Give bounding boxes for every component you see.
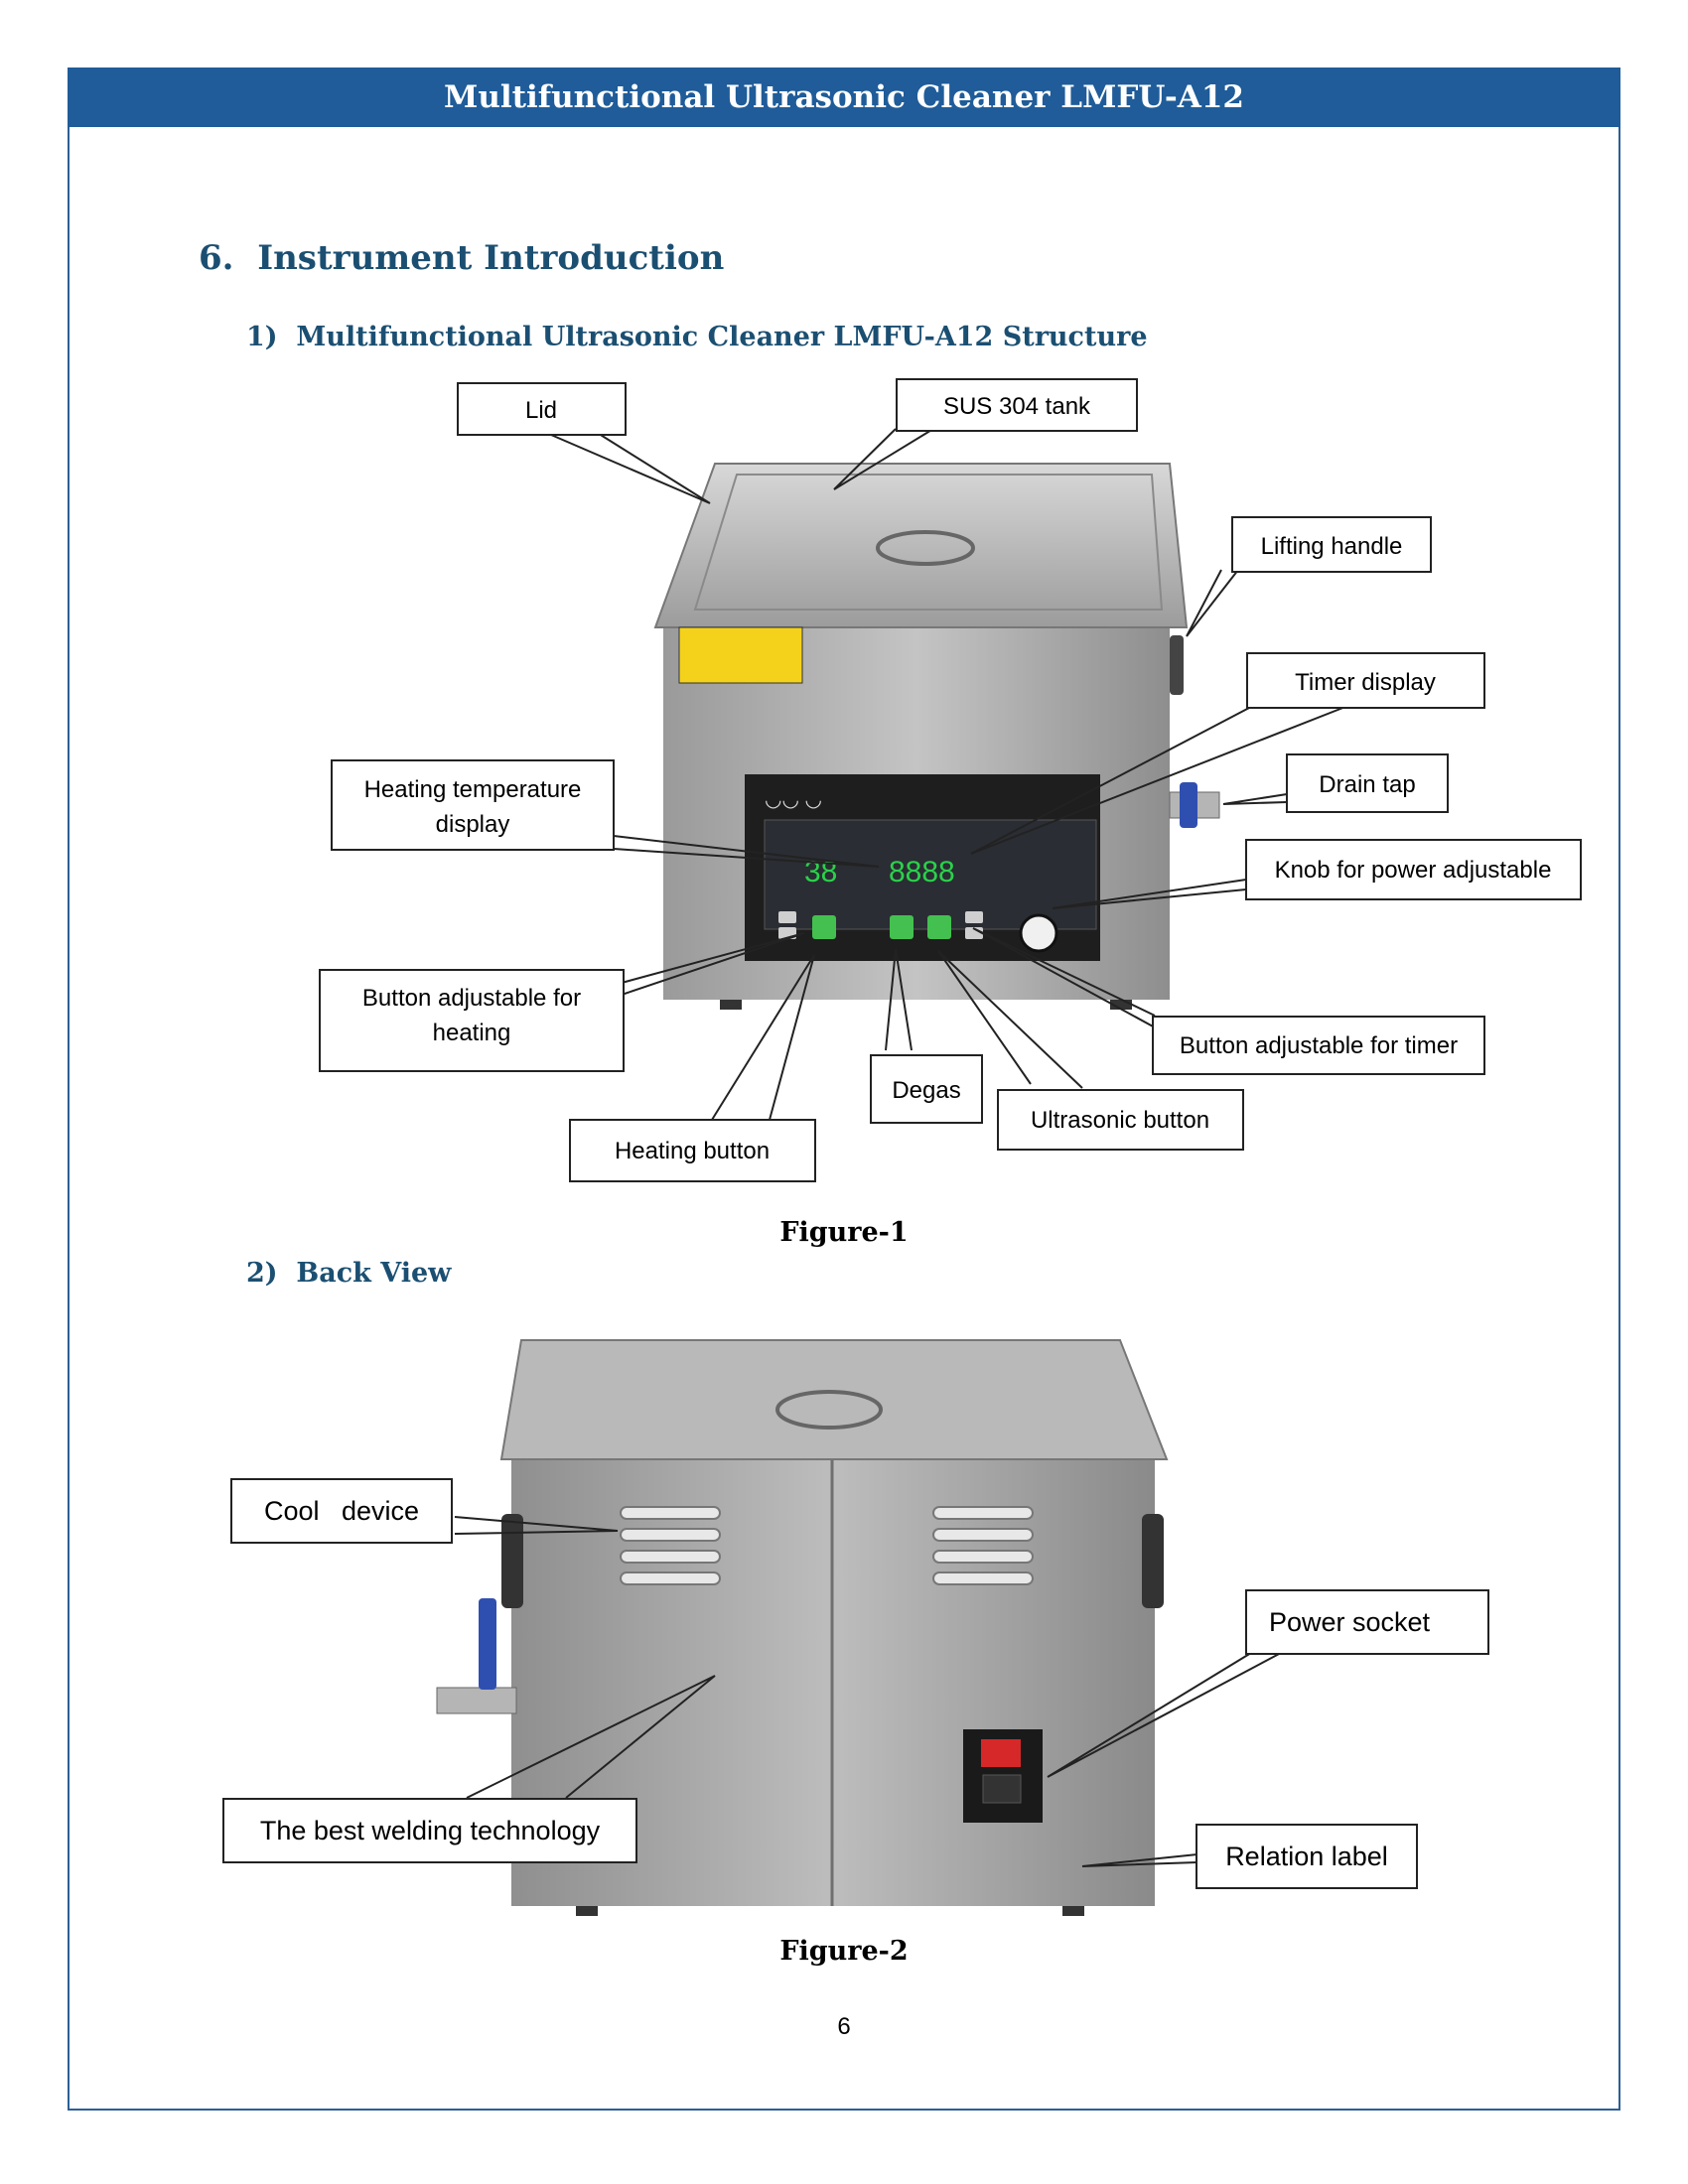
ultrasonic-button[interactable]	[927, 915, 951, 939]
heating-up-button[interactable]	[778, 911, 796, 923]
label-heating-temp-display-line2: display	[436, 811, 510, 838]
section-number: 6.	[199, 238, 234, 278]
back-lid-shape	[499, 1339, 1169, 1460]
drain-tap-shape[interactable]	[1180, 782, 1197, 828]
cleaner-front-illustration: ◡◡ ◡ 38 8888	[653, 463, 1220, 1010]
label-cool-device: Cool device	[264, 1496, 419, 1526]
label-relation-label: Relation label	[1225, 1842, 1388, 1871]
power-switch[interactable]	[981, 1739, 1021, 1767]
header-bar: Multifunctional Ultrasonic Cleaner LMFU-…	[68, 68, 1620, 127]
label-degas: Degas	[892, 1077, 960, 1104]
label-heating-temp-display-line1: Heating temperature	[364, 776, 582, 803]
figure2-callouts: Cool device Power socket The best weldin…	[222, 1478, 1489, 1889]
label-heating-adjust-line2: heating	[433, 1020, 511, 1046]
figure1-diagram: ◡◡ ◡ 38 8888 Lid S	[319, 378, 1582, 1182]
back-drain-tap-shape[interactable]	[479, 1598, 496, 1690]
label-lid: Lid	[525, 397, 557, 424]
lid-shape	[653, 463, 1189, 628]
figure2-caption: Figure-2	[779, 1936, 909, 1967]
figure1-heading-text: Multifunctional Ultrasonic Cleaner LMFU-…	[296, 322, 1148, 352]
panel-logo-icon: ◡◡ ◡	[765, 789, 822, 811]
label-drain-tap: Drain tap	[1319, 771, 1415, 798]
label-power-socket: Power socket	[1269, 1607, 1431, 1637]
heating-button[interactable]	[812, 915, 836, 939]
vents-left	[620, 1506, 721, 1585]
vents-right	[932, 1506, 1034, 1585]
figure2-diagram: Cool device Power socket The best weldin…	[222, 1339, 1489, 1916]
degas-button[interactable]	[890, 915, 914, 939]
label-welding: The best welding technology	[260, 1816, 601, 1845]
label-lifting-handle: Lifting handle	[1261, 533, 1403, 560]
figure1-heading: 1) Multifunctional Ultrasonic Cleaner LM…	[246, 322, 1148, 352]
label-timer-display: Timer display	[1295, 669, 1436, 696]
timer-readout: 8888	[889, 856, 955, 888]
label-heating-button: Heating button	[615, 1138, 770, 1164]
label-tank: SUS 304 tank	[943, 393, 1091, 420]
label-power-knob: Knob for power adjustable	[1275, 857, 1552, 884]
figure1-callouts: Lid SUS 304 tank Lifting handle Timer di…	[319, 378, 1582, 1182]
figure1-caption: Figure-1	[779, 1217, 909, 1248]
warning-sticker	[678, 626, 803, 684]
figure2-heading-text: Back View	[296, 1258, 452, 1289]
label-timer-adjust: Button adjustable for timer	[1180, 1032, 1458, 1059]
section-heading: 6. Instrument Introduction	[199, 238, 724, 278]
figure1-heading-number: 1)	[246, 322, 278, 352]
section-title: Instrument Introduction	[257, 238, 725, 278]
lifting-handle-shape	[1170, 635, 1184, 695]
page-number: 6	[837, 2013, 851, 2040]
power-knob[interactable]	[1019, 913, 1058, 953]
timer-up-button[interactable]	[965, 911, 983, 923]
figure1-leader-lines	[543, 428, 1346, 1121]
figure2-heading-number: 2)	[246, 1258, 278, 1289]
label-ultrasonic-button: Ultrasonic button	[1031, 1107, 1209, 1134]
figure2-heading: 2) Back View	[246, 1258, 451, 1289]
lid-handle-shape	[876, 530, 975, 566]
figure2-leader-lines	[454, 1516, 1282, 1867]
label-heating-adjust-line1: Button adjustable for	[362, 985, 581, 1012]
header-title: Multifunctional Ultrasonic Cleaner LMFU-…	[444, 79, 1244, 115]
